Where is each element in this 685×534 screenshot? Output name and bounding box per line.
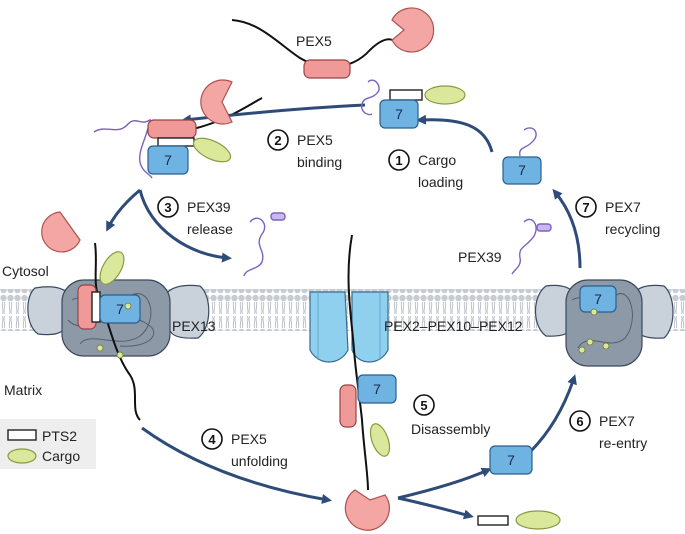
step-1: 1 Cargo loading	[388, 149, 463, 190]
svg-text:PEX7: PEX7	[599, 413, 635, 429]
step-2: 2 PEX5 binding	[267, 129, 342, 170]
pts2-tag	[91, 291, 101, 323]
svg-text:6: 6	[576, 414, 583, 429]
pex5-head	[344, 489, 390, 531]
arrow-step7	[552, 188, 582, 269]
pex5-label: PEX5	[296, 33, 332, 49]
legend-cargo-label: Cargo	[42, 448, 80, 464]
pex7-label: 7	[395, 106, 403, 122]
cycle-arrows	[106, 103, 582, 520]
pex39-chain	[519, 127, 537, 157]
pts2-tag	[389, 89, 423, 101]
pex2-pex10-pex12-pore	[309, 291, 389, 363]
legend: PTS2 Cargo	[0, 419, 96, 469]
pex39-chain	[243, 217, 266, 277]
svg-text:unfolding: unfolding	[231, 453, 288, 469]
pex5-box	[339, 384, 357, 428]
arrow-step2	[181, 103, 366, 125]
arrow-step3b	[138, 189, 232, 263]
step-5: 5 Disassembly	[411, 394, 490, 437]
pex5-heads	[41, 7, 435, 531]
svg-text:recycling: recycling	[605, 221, 660, 237]
cargo	[515, 510, 561, 530]
svg-text:4: 4	[208, 432, 216, 447]
step-4: 4 PEX5 unfolding	[201, 428, 288, 469]
legend-pts2-swatch	[7, 429, 37, 441]
arrow-step1	[416, 114, 494, 153]
pex5-head	[200, 79, 233, 125]
pex7-label: 7	[518, 162, 526, 178]
cargo	[369, 423, 391, 457]
pex7-block: 7	[579, 285, 617, 313]
svg-text:3: 3	[164, 200, 171, 215]
pex39-helix	[270, 212, 286, 221]
svg-text:5: 5	[420, 398, 427, 413]
pex5-head	[41, 211, 81, 253]
cargo-dots	[96, 302, 610, 359]
pex39-label: PEX39	[458, 249, 502, 265]
step-7: 7 PEX7 recycling	[575, 196, 660, 237]
arrow-step6	[528, 374, 577, 454]
arrow-step3a	[106, 188, 141, 232]
svg-text:PEX5: PEX5	[231, 431, 267, 447]
pex39-helix	[536, 223, 552, 232]
svg-text:loading: loading	[418, 174, 463, 190]
pex7-block: 7	[502, 156, 542, 185]
legend-cargo-swatch	[7, 448, 37, 464]
arrow-to-pex7	[397, 467, 492, 500]
pex7-label: 7	[164, 152, 172, 168]
pex5-box	[303, 59, 351, 79]
svg-text:PEX7: PEX7	[605, 199, 641, 215]
cargo	[99, 251, 125, 285]
pex7-label: 7	[594, 291, 602, 307]
svg-text:release: release	[187, 221, 233, 237]
pex7-block: 7	[357, 374, 397, 404]
pex7-block: 7	[379, 99, 419, 129]
pex5-boxes	[77, 59, 357, 428]
pex7-block: 7	[99, 294, 141, 324]
svg-text:2: 2	[274, 133, 281, 148]
arrow-step4	[141, 426, 332, 504]
pex5-box	[147, 119, 197, 139]
legend-pts2-label: PTS2	[42, 428, 77, 444]
pex5-head	[391, 7, 435, 53]
pex7-block: 7	[147, 145, 189, 175]
svg-text:Cargo: Cargo	[418, 152, 456, 168]
svg-text:1: 1	[395, 153, 402, 168]
cytosol-label: Cytosol	[2, 263, 49, 279]
pex39-chain	[511, 218, 537, 275]
pex7-label: 7	[373, 381, 381, 397]
svg-text:binding: binding	[297, 154, 342, 170]
pex39-chain	[360, 79, 380, 116]
pex13-label: PEX13	[172, 318, 216, 334]
pex2-pex10-pex12-label: PEX2–PEX10–PEX12	[384, 318, 523, 334]
step-6: 6 PEX7 re-entry	[569, 410, 647, 451]
cargo	[192, 137, 232, 163]
svg-text:7: 7	[582, 200, 589, 215]
svg-text:PEX39: PEX39	[187, 199, 231, 215]
pex7-label: 7	[116, 301, 124, 317]
svg-text:re-entry: re-entry	[599, 435, 647, 451]
pex39-chains	[93, 79, 552, 277]
svg-text:Disassembly: Disassembly	[411, 421, 490, 437]
svg-text:PEX5: PEX5	[297, 132, 333, 148]
right-docking-complex	[535, 279, 674, 367]
pex7-blocks: 7 7 7 7 7 7 7	[99, 99, 617, 475]
pex7-label: 7	[507, 452, 515, 468]
cargo	[424, 85, 466, 105]
matrix-label: Matrix	[4, 382, 42, 398]
pex39-chain	[93, 118, 153, 179]
pex7-block: 7	[489, 445, 533, 475]
pts2-tag	[477, 515, 509, 526]
cargo-items	[99, 85, 561, 530]
pts2-tag	[157, 137, 195, 147]
arrow-to-cargo	[397, 496, 474, 520]
step-3: 3 PEX39 release	[157, 196, 233, 237]
